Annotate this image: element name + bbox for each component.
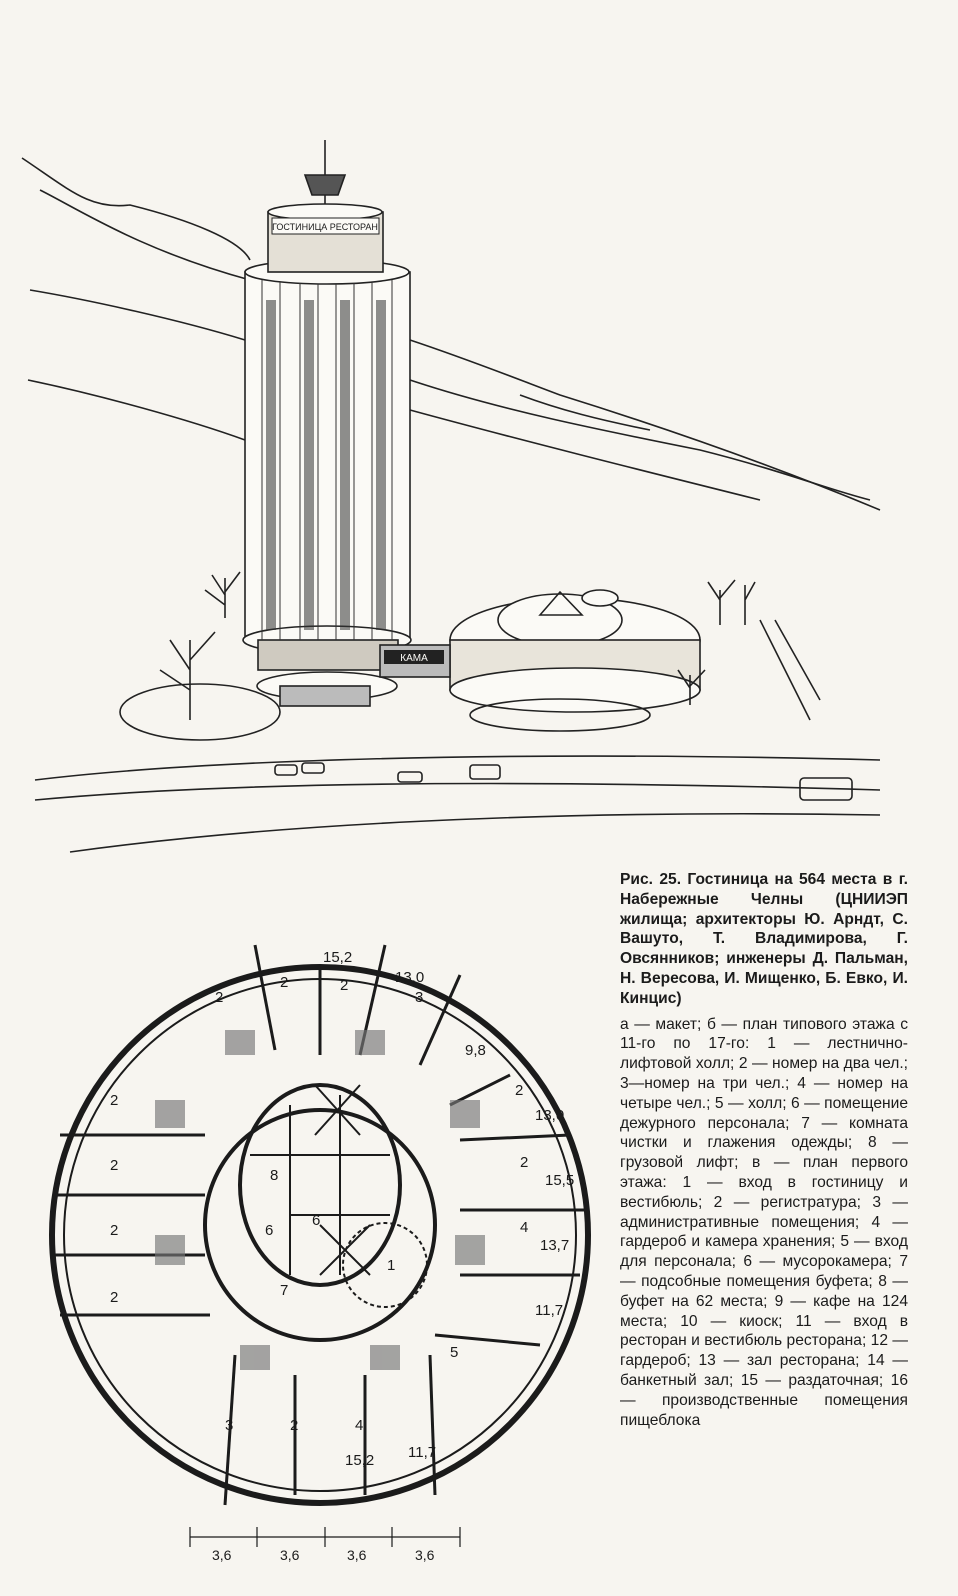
dimension-label: 3,6 bbox=[415, 1547, 435, 1563]
room-area-label: 15,5 bbox=[545, 1172, 574, 1189]
figure-caption: Рис. 25. Гостиница на 564 места в г. Наб… bbox=[620, 870, 908, 1430]
core-wall bbox=[238, 1083, 402, 1287]
room-number-label: 3 bbox=[415, 989, 423, 1006]
sky-line bbox=[29, 289, 246, 341]
room-number-label: 2 bbox=[515, 1082, 523, 1099]
room-number-label: 2 bbox=[110, 1289, 118, 1306]
room-number-label: 2 bbox=[110, 1222, 118, 1239]
room-number-label: 4 bbox=[355, 1417, 363, 1434]
tree bbox=[677, 669, 706, 705]
van bbox=[469, 764, 501, 780]
car bbox=[274, 764, 298, 776]
room-area-label: 11,7 bbox=[535, 1302, 563, 1319]
central-hall-wall bbox=[203, 1108, 437, 1342]
entrance-sign: КАМА bbox=[400, 653, 428, 664]
dimension-label: 3,6 bbox=[347, 1547, 367, 1563]
crown-emblem bbox=[303, 174, 347, 196]
crown-sign: ГОСТИНИЦА РЕСТОРАН bbox=[272, 222, 378, 232]
dimension-label: 3,6 bbox=[280, 1547, 300, 1563]
sky-line bbox=[519, 394, 651, 431]
room-area-label: 15,2 bbox=[323, 949, 352, 966]
sky-line bbox=[21, 157, 251, 261]
core-room-label: 7 bbox=[280, 1282, 288, 1299]
caption-legend: а — макет; б — план типового этажа с 11-… bbox=[620, 1015, 908, 1429]
road-edge bbox=[34, 755, 881, 781]
room-number-label: 2 bbox=[215, 989, 223, 1006]
room-number-label: 2 bbox=[520, 1154, 528, 1171]
road-edge bbox=[69, 812, 881, 853]
tree bbox=[707, 579, 736, 625]
tree bbox=[744, 581, 756, 625]
room-area-label: 13,0 bbox=[535, 1107, 564, 1124]
core-room-label: 6 bbox=[312, 1212, 320, 1229]
room-area-label: 11,7 bbox=[408, 1444, 436, 1461]
room-number-label: 3 bbox=[225, 1417, 233, 1434]
dimension-label: 3,6 bbox=[212, 1547, 232, 1563]
room-number-label: 5 bbox=[450, 1344, 458, 1361]
room-number-label: 2 bbox=[290, 1417, 298, 1434]
road-edge bbox=[34, 782, 881, 801]
room-area-label: 15,2 bbox=[345, 1452, 374, 1469]
sky-line bbox=[409, 409, 761, 501]
sky-line bbox=[409, 339, 881, 511]
caption-title: Рис. 25. Гостиница на 564 места в г. Наб… bbox=[620, 871, 908, 1007]
room-number-label: 2 bbox=[280, 974, 288, 991]
room-area-label: 13,7 bbox=[540, 1237, 569, 1254]
room-number-label: 2 bbox=[110, 1157, 118, 1174]
sky-line bbox=[409, 379, 871, 501]
sky-line bbox=[39, 189, 251, 281]
tree bbox=[204, 571, 241, 618]
core-room-label: 1 bbox=[387, 1257, 395, 1274]
bus bbox=[799, 777, 853, 801]
typical-floor-plan: 15,2 13,0 2 2 2 3 2 9,8 2 13,0 2 15,5 2 … bbox=[49, 944, 591, 1563]
room-area-label: 9,8 bbox=[465, 1042, 486, 1059]
tree bbox=[159, 631, 216, 720]
room-number-label: 2 bbox=[340, 977, 348, 994]
room-number-label: 2 bbox=[110, 1092, 118, 1109]
sky-line bbox=[27, 379, 246, 441]
car bbox=[397, 771, 423, 783]
car bbox=[301, 762, 325, 774]
room-area-label: 13,0 bbox=[395, 969, 424, 986]
hotel-model-drawing: ГОСТИНИЦА РЕСТОРАН КАМА bbox=[21, 140, 881, 853]
room-number-label: 4 bbox=[520, 1219, 528, 1236]
core-room-label: 8 bbox=[270, 1167, 278, 1184]
core-room-label: 6 bbox=[265, 1222, 273, 1239]
